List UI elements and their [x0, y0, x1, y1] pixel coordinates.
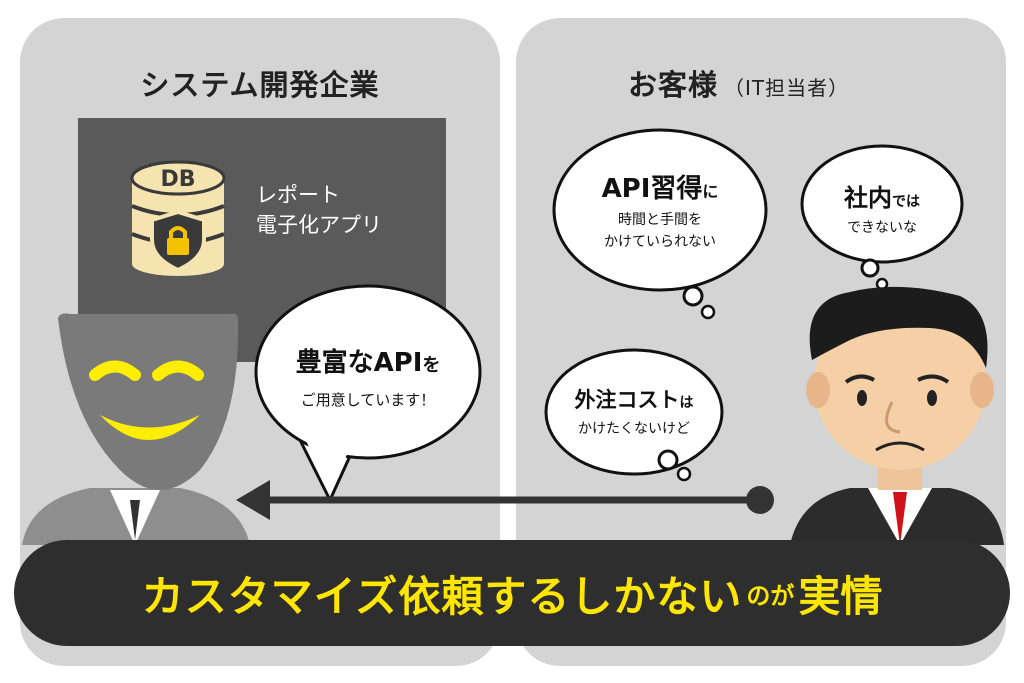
- left-bubble-text: 豊富なAPIを ご用意しています！: [268, 342, 468, 410]
- app-label-line2: 電子化アプリ: [256, 213, 382, 237]
- api-thought-bubble: [552, 128, 768, 320]
- right-panel-title: お客様（IT担当者）: [628, 62, 849, 104]
- customer-title-sub: （IT担当者）: [724, 76, 850, 100]
- app-label-line1: レポート: [256, 183, 340, 207]
- left-speech-bubble: [254, 284, 482, 504]
- api-ready-text: ご用意しています！: [300, 391, 436, 409]
- outsource-bubble-text: 外注コストは かけたくないけど: [556, 384, 712, 438]
- api-learning-text: API習得: [601, 174, 703, 204]
- time-effort-text: 時間と手間を: [618, 212, 702, 228]
- banner-end-text: 実情: [798, 571, 883, 621]
- db-label: DB: [160, 167, 195, 192]
- left-panel-title: システム開発企業: [140, 68, 380, 102]
- outsource-cost-text: 外注コスト: [574, 388, 680, 412]
- outsource-cost-suffix: は: [679, 395, 694, 411]
- database-shield-icon: DB: [130, 160, 226, 276]
- inhouse-thought-bubble: [800, 144, 964, 291]
- banner-main-text: カスタマイズ依頼するしかない: [141, 571, 743, 621]
- api-bubble-text: API習得に 時間と手間を かけていられない: [570, 168, 750, 251]
- app-label: レポート 電子化アプリ: [256, 180, 382, 240]
- inhouse-text: 社内: [844, 184, 892, 212]
- connection-arrow: [236, 480, 774, 520]
- cannot-do-text: できないな: [847, 220, 917, 236]
- api-learning-suffix: に: [702, 182, 719, 201]
- inhouse-suffix: では: [892, 194, 920, 210]
- rich-api-text: 豊富なAPI: [295, 348, 423, 378]
- rich-api-suffix: を: [422, 355, 441, 376]
- inhouse-bubble-text: 社内では できないな: [812, 178, 952, 237]
- cannot-spend-text: かけていられない: [604, 234, 716, 250]
- dont-want-spend-text: かけたくないけど: [578, 421, 690, 437]
- masked-man-figure: [22, 313, 250, 545]
- outsource-thought-bubble: [544, 348, 724, 482]
- customer-title: お客様: [628, 68, 719, 102]
- conclusion-banner: カスタマイズ依頼するしかないのが実情: [14, 540, 1010, 646]
- banner-small-text: のが: [746, 581, 795, 610]
- worried-businessman-figure: [790, 286, 1004, 545]
